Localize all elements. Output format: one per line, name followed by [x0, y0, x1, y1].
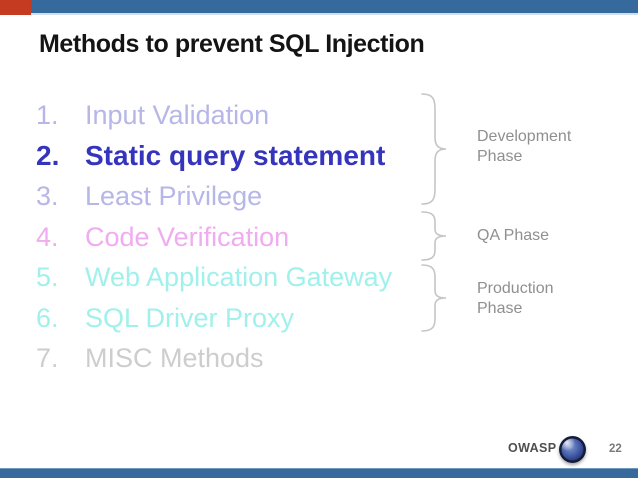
corner-accent-red-block	[0, 0, 31, 15]
phase-label-line: Phase	[477, 300, 523, 317]
top-bar-underline	[0, 13, 638, 15]
list-item-web-application-gateway: 5. Web Application Gateway	[36, 257, 426, 298]
phase-label-development: Development Phase	[477, 127, 571, 167]
list-item-number: 7.	[36, 343, 59, 374]
owasp-globe-logo-icon	[559, 436, 586, 463]
list-item-number: 4.	[36, 221, 59, 252]
top-bar	[0, 0, 638, 13]
list-item-number: 6.	[36, 302, 59, 333]
list-item-label: Static query statement	[85, 139, 386, 171]
list-item-number: 5.	[36, 262, 59, 293]
brace-production-phase	[421, 264, 447, 332]
owasp-brand-text: OWASP	[508, 441, 557, 455]
bottom-bar	[0, 468, 638, 478]
methods-list: 1. Input Validation 2. Static query stat…	[36, 95, 426, 379]
list-item-label: Web Application Gateway	[85, 262, 393, 293]
list-item-sql-driver-proxy: 6. SQL Driver Proxy	[36, 298, 426, 339]
phase-label-line: Phase	[477, 148, 523, 165]
list-item-label: Least Privilege	[85, 180, 263, 211]
list-item-least-privilege: 3. Least Privilege	[36, 176, 426, 217]
list-item-label: Code Verification	[85, 221, 290, 252]
list-item-label: Input Validation	[85, 99, 270, 130]
list-item-number: 1.	[36, 99, 59, 130]
list-item-static-query-statement: 2. Static query statement	[36, 136, 426, 177]
phase-label-line: Development	[477, 128, 572, 145]
brace-qa-phase	[421, 211, 447, 261]
list-item-number: 3.	[36, 180, 59, 211]
list-item-label: MISC Methods	[85, 343, 264, 374]
list-item-label: SQL Driver Proxy	[85, 302, 295, 333]
brace-development-phase	[421, 93, 447, 205]
list-item-code-verification: 4. Code Verification	[36, 217, 426, 258]
page-title: Methods to prevent SQL Injection	[39, 30, 425, 58]
phase-label-line: Production	[477, 280, 554, 297]
page-number: 22	[609, 443, 622, 455]
list-item-misc-methods: 7. MISC Methods	[36, 339, 426, 380]
phase-label-qa: QA Phase	[477, 226, 549, 246]
list-item-number: 2.	[36, 139, 60, 171]
phase-label-line: QA Phase	[477, 227, 550, 244]
list-item-input-validation: 1. Input Validation	[36, 95, 426, 136]
phase-label-production: Production Phase	[477, 279, 554, 319]
